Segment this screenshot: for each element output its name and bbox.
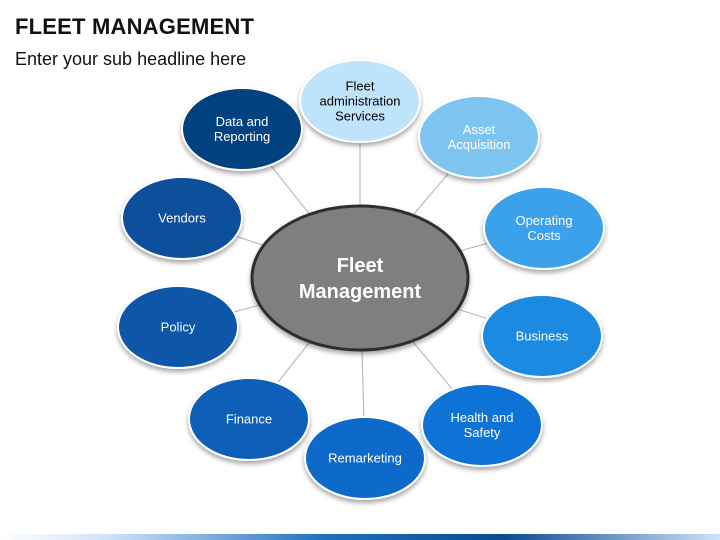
page-subtitle: Enter your sub headline here (15, 49, 247, 69)
node-ellipse-operating-costs (483, 186, 605, 270)
node-ellipse-policy (117, 285, 239, 369)
connector-remarketing (361, 349, 365, 418)
node-label-line: Business (516, 329, 569, 344)
node-ellipse-data-reporting (181, 87, 303, 171)
node-ellipse-remarketing (304, 416, 426, 500)
node-label-line: Costs (527, 228, 561, 243)
node-label-line: Reporting (214, 129, 270, 144)
center-label-line: Management (299, 281, 422, 303)
node-label-vendors: Vendors (158, 211, 206, 226)
node-remarketing: Remarketing (304, 416, 426, 500)
connector-policy (233, 304, 260, 313)
node-finance: Finance (188, 377, 310, 461)
node-label-line: Operating (515, 213, 572, 228)
node-label-line: Policy (161, 320, 196, 335)
center-label-line: Fleet (337, 255, 384, 277)
node-label-line: Safety (464, 425, 501, 440)
connector-data-reporting (270, 164, 310, 215)
connector-vendors (235, 235, 264, 246)
footer-bar (0, 534, 720, 540)
connector-asset-acquisition (412, 172, 450, 216)
node-label-line: administration (320, 94, 401, 109)
connectors (233, 142, 489, 418)
center-ellipse (250, 204, 470, 352)
node-label-line: Remarketing (328, 451, 402, 466)
node-label-policy: Policy (161, 320, 196, 335)
connector-business (457, 308, 488, 320)
node-label-line: Asset (463, 122, 496, 137)
connector-finance (277, 341, 311, 384)
node-label-remarketing: Remarketing (328, 451, 402, 466)
node-label-line: Fleet (346, 79, 375, 94)
node-ellipse-asset-acquisition (418, 95, 540, 179)
node-vendors: Vendors (121, 176, 243, 260)
node-label-line: Services (335, 109, 385, 124)
node-label-business: Business (516, 329, 569, 344)
node-ellipse-vendors (121, 176, 243, 260)
node-label-line: Vendors (158, 211, 206, 226)
node-business: Business (481, 294, 603, 378)
node-ellipse-fleet-admin (299, 59, 421, 143)
node-label-line: Data and (216, 114, 269, 129)
node-ellipse-business (481, 294, 603, 378)
node-label-line: Acquisition (448, 137, 511, 152)
page-title: FLEET MANAGEMENT (15, 14, 255, 39)
connector-health-safety (411, 340, 453, 390)
node-label-line: Health and (451, 410, 514, 425)
node-policy: Policy (117, 285, 239, 369)
connector-operating-costs (459, 242, 489, 252)
node-label-line: Finance (226, 412, 272, 427)
node-label-finance: Finance (226, 412, 272, 427)
node-ellipse-health-safety (421, 383, 543, 467)
node-ellipse-finance (188, 377, 310, 461)
